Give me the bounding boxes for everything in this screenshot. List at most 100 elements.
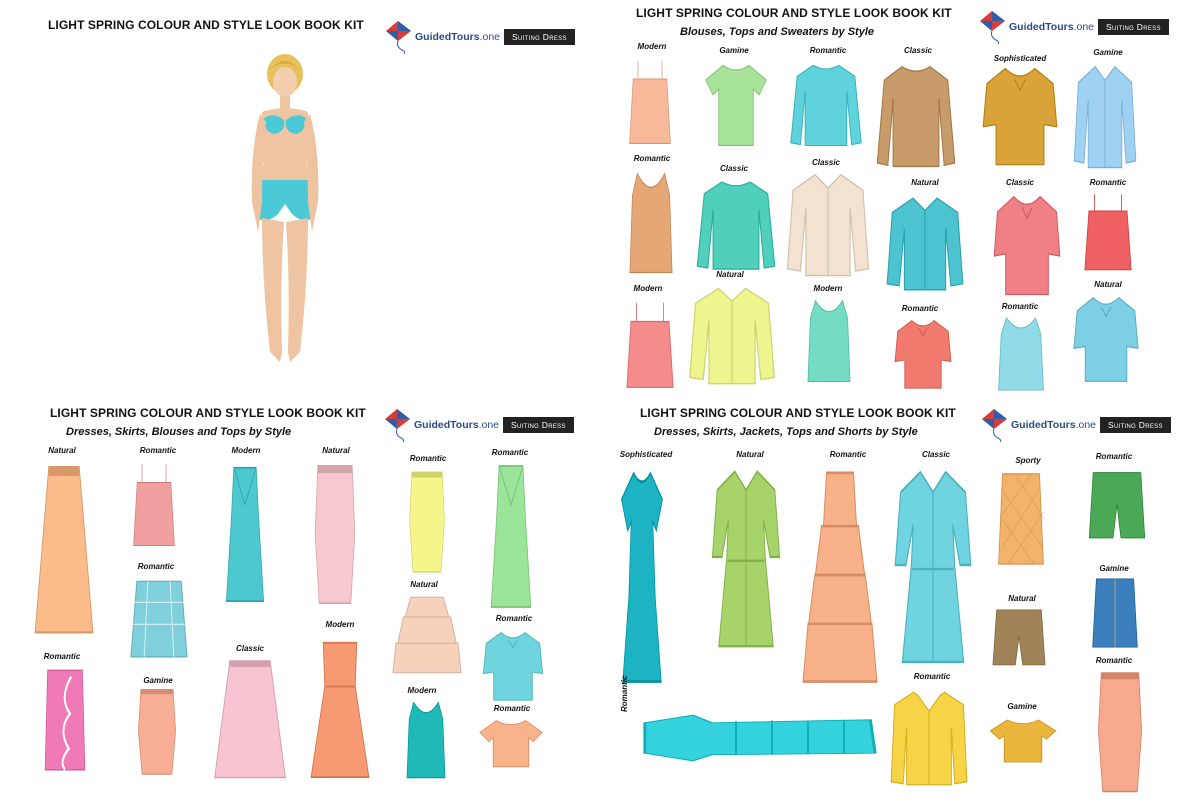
style-label: Romantic <box>620 675 629 712</box>
style-label: Modern <box>231 446 261 455</box>
style-label: Romantic <box>901 304 939 313</box>
style-label: Romantic <box>43 652 81 661</box>
style-label: Natural <box>736 450 764 459</box>
style-label: Natural <box>1008 594 1036 603</box>
paper-doll-figure <box>240 52 330 372</box>
brand-name: GuidedTours.one <box>1009 21 1094 33</box>
pencil-skirt-garment-image <box>302 460 368 606</box>
style-label: Romantic <box>913 672 951 681</box>
style-label: Romantic <box>1089 178 1127 187</box>
brand-logo: GuidedTours.one Suiting Dress <box>978 10 1169 44</box>
style-label: Natural <box>48 446 76 455</box>
style-label: Classic <box>811 158 841 167</box>
long-dress-garment-image <box>640 700 880 776</box>
brand-badge: Suiting Dress <box>504 29 575 45</box>
style-label: Classic <box>235 644 265 653</box>
kit-subtitle: Dresses, Skirts, Blouses and Tops by Sty… <box>66 426 292 438</box>
style-label: Romantic <box>1095 656 1133 665</box>
kite-logo-icon <box>384 20 414 54</box>
crop-top-garment-image <box>984 714 1062 774</box>
shirt-garment-image <box>882 192 968 294</box>
style-label: Modern <box>637 42 667 51</box>
style-label: Romantic <box>137 562 175 571</box>
tee-garment-image <box>700 58 772 150</box>
style-label: Gamine <box>1093 48 1123 57</box>
style-label: Modern <box>407 686 437 695</box>
brand-name: GuidedTours.one <box>414 419 499 431</box>
camisole-garment-image <box>124 460 184 550</box>
mini-skirt-garment-image <box>122 576 196 664</box>
brand-name: GuidedTours.one <box>1011 419 1096 431</box>
style-label: Modern <box>633 284 663 293</box>
style-label: Gamine <box>719 46 749 55</box>
style-label: Natural <box>716 270 744 279</box>
style-label: Romantic <box>491 448 529 457</box>
style-label: Modern <box>325 620 355 629</box>
strapless-dress-garment-image <box>302 634 378 780</box>
sweater-garment-image <box>692 176 780 274</box>
style-label: Classic <box>903 46 933 55</box>
style-label: Romantic <box>495 614 533 623</box>
quadrant-top-right: LIGHT SPRING COLOUR AND STYLE LOOK BOOK … <box>600 0 1200 398</box>
ruffle-skirt-garment-image <box>34 666 96 772</box>
kite-logo-icon <box>980 408 1010 442</box>
style-label: Romantic <box>409 454 447 463</box>
style-label: Natural <box>1094 280 1122 289</box>
quadrant-bottom-right: LIGHT SPRING COLOUR AND STYLE LOOK BOOK … <box>600 400 1200 800</box>
dress-garment-image <box>478 460 544 610</box>
tank-garment-image <box>398 698 454 782</box>
style-label: Natural <box>322 446 350 455</box>
shirt-garment-image <box>684 282 780 388</box>
blouse-garment-image <box>888 316 958 392</box>
sweater-garment-image <box>872 60 960 172</box>
sweater-garment-image <box>786 60 866 150</box>
kit-subtitle: Blouses, Tops and Sweaters by Style <box>680 26 874 38</box>
quadrant-top-left: LIGHT SPRING COLOUR AND STYLE LOOK BOOK … <box>0 0 600 398</box>
style-label: Gamine <box>1007 702 1037 711</box>
kit-title: LIGHT SPRING COLOUR AND STYLE LOOK BOOK … <box>48 18 364 32</box>
brand-name: GuidedTours.one <box>415 31 500 43</box>
style-label: Classic <box>1005 178 1035 187</box>
style-label: Sophisticated <box>619 450 673 459</box>
maxi-skirt-garment-image <box>26 460 102 636</box>
shirt-garment-image <box>782 168 874 280</box>
pencil-skirt-garment-image <box>398 468 456 574</box>
style-label: Romantic <box>809 46 847 55</box>
blouse-garment-image <box>1066 292 1146 386</box>
camisole-garment-image <box>616 298 684 392</box>
jacket-garment-image <box>886 686 972 790</box>
brand-badge: Suiting Dress <box>1098 19 1169 35</box>
style-label: Romantic <box>1001 302 1039 311</box>
style-label: Classic <box>719 164 749 173</box>
style-label: Natural <box>911 178 939 187</box>
style-label: Romantic <box>829 450 867 459</box>
kite-logo-icon <box>978 10 1008 44</box>
brand-badge: Suiting Dress <box>1100 417 1171 433</box>
tiered-dress-garment-image <box>798 464 882 686</box>
maxi-dress-garment-image <box>612 464 672 686</box>
tank-garment-image <box>620 168 682 278</box>
quadrant-bottom-left: LIGHT SPRING COLOUR AND STYLE LOOK BOOK … <box>0 400 600 800</box>
kit-title: LIGHT SPRING COLOUR AND STYLE LOOK BOOK … <box>636 6 952 20</box>
camisole-garment-image <box>620 56 680 148</box>
style-label: Romantic <box>633 154 671 163</box>
shorts-garment-image <box>988 606 1050 670</box>
style-label: Sophisticated <box>993 54 1047 63</box>
style-label: Gamine <box>1099 564 1129 573</box>
shirt-dress-garment-image <box>888 464 978 666</box>
quilted-skirt-garment-image <box>988 470 1054 566</box>
pencil-skirt-garment-image <box>1084 668 1156 794</box>
style-label: Romantic <box>139 446 177 455</box>
dress-garment-image <box>214 462 276 604</box>
style-label: Natural <box>410 580 438 589</box>
camisole-garment-image <box>1074 190 1142 274</box>
crop-top-garment-image <box>474 714 548 780</box>
kite-logo-icon <box>383 408 413 442</box>
tank-garment-image <box>988 314 1054 394</box>
style-label: Classic <box>921 450 951 459</box>
kit-title: LIGHT SPRING COLOUR AND STYLE LOOK BOOK … <box>640 406 956 420</box>
midi-skirt-garment-image <box>208 656 292 780</box>
shirt-dress-garment-image <box>706 464 786 650</box>
style-label: Romantic <box>493 704 531 713</box>
style-label: Sporty <box>1015 456 1041 465</box>
